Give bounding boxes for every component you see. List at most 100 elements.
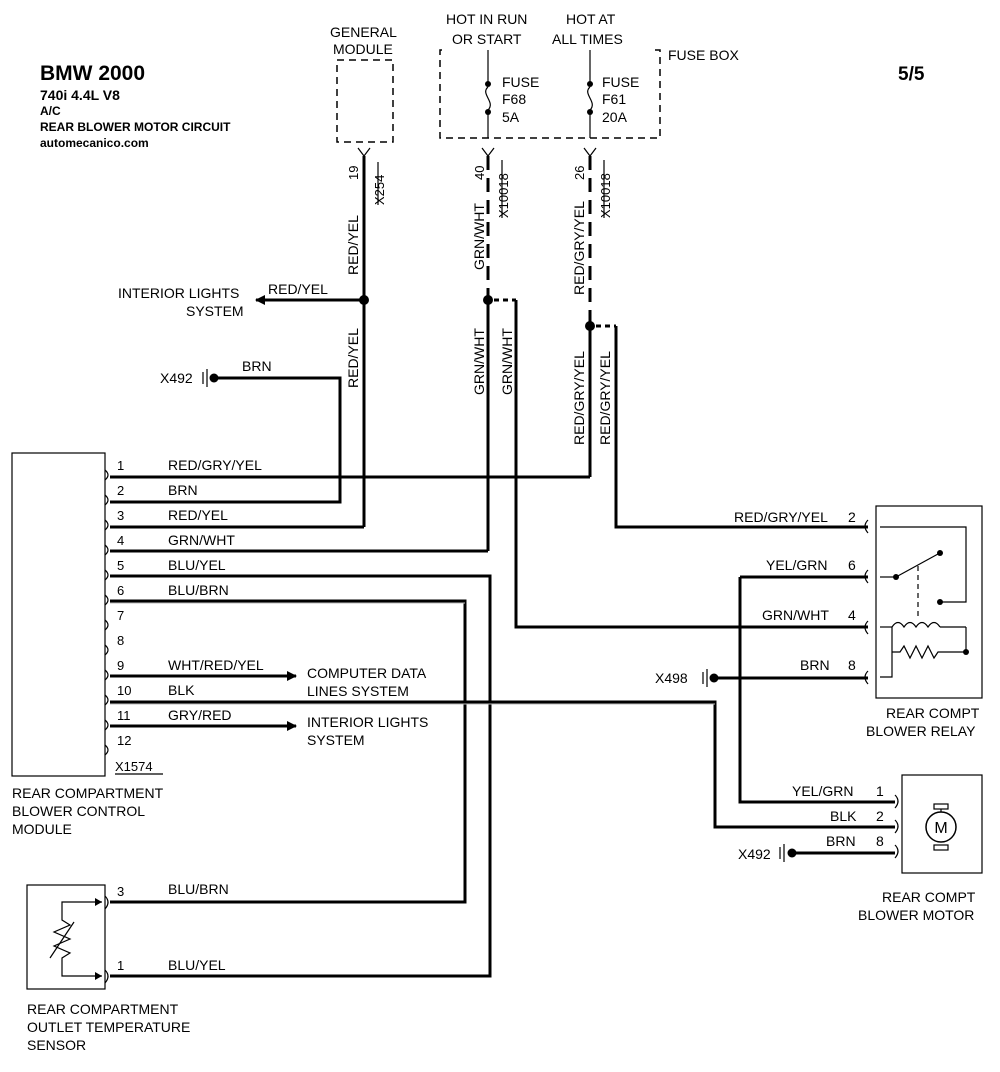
sensor-wire-label-pin1: BLU/YEL [168, 957, 226, 973]
wire-yel-grn-relay-to-motor [738, 577, 895, 804]
motor-pin-1: 1 [876, 783, 884, 799]
fuse-f68-symbol [485, 86, 491, 111]
thermistor-icon [49, 898, 102, 980]
wire-label-pin9: WHT/RED/YEL [168, 657, 264, 673]
fuse-f68-label-2: F68 [502, 91, 526, 107]
interior-lights-top-label-2: SYSTEM [186, 303, 244, 319]
relay-wire-label-pin2: RED/GRY/YEL [734, 509, 828, 525]
interior-lights-top-label-1: INTERIOR LIGHTS [118, 285, 239, 301]
fuse-box-label: FUSE BOX [668, 47, 739, 63]
wire-pin10-blk [110, 700, 895, 829]
wire-label-pin4: GRN/WHT [168, 532, 235, 548]
module-pin-6: 6 [117, 583, 124, 598]
system-name: A/C [40, 104, 61, 118]
interior-lights-bottom-label-1: INTERIOR LIGHTS [307, 714, 428, 730]
module-pin-4: 4 [117, 533, 124, 548]
wire-label-red-yel-top: RED/YEL [345, 215, 361, 275]
relay-pin-4: 4 [848, 607, 856, 623]
blower-control-module [11, 452, 106, 777]
fuse-f61-label-2: F61 [602, 91, 626, 107]
page-number: 5/5 [898, 64, 925, 85]
sensor-name-3: SENSOR [27, 1037, 86, 1053]
relay-wire-label-pin6: YEL/GRN [766, 557, 827, 573]
wire-label-grn-wht-mid-1: GRN/WHT [471, 328, 487, 395]
sensor-pin-1: 1 [117, 958, 124, 973]
connector-19-symbol [357, 147, 371, 157]
wire-label-pin3: RED/YEL [168, 507, 228, 523]
ground-x498-label: X498 [655, 670, 688, 686]
module-pin-7: 7 [117, 608, 124, 623]
relay-name-1: REAR COMPT [886, 705, 980, 721]
fuse-f61-label-1: FUSE [602, 74, 639, 90]
sensor-connector-pins [104, 895, 109, 984]
module-pin-9: 9 [117, 658, 124, 673]
motor-pin-8: 8 [876, 833, 884, 849]
connector-19-pin: 19 [346, 166, 361, 180]
motor-symbol-text: M [934, 820, 947, 837]
sensor-wire-label-pin3: BLU/BRN [168, 881, 229, 897]
general-module-box [336, 59, 394, 143]
fuse-f68-label-3: 5A [502, 109, 520, 125]
vehicle-model: 740i 4.4L V8 [40, 87, 120, 103]
wire-label-pin6: BLU/BRN [168, 582, 229, 598]
module-connector-label: X1574 [115, 759, 153, 774]
fuse-f68-label-1: FUSE [502, 74, 539, 90]
module-name-2: BLOWER CONTROL [12, 803, 145, 819]
splice-grn-wht [483, 295, 493, 305]
module-pin-10: 10 [117, 683, 131, 698]
wire-label-red-yel-horizontal: RED/YEL [268, 281, 328, 297]
wire-label-pin10: BLK [168, 682, 195, 698]
module-name-3: MODULE [12, 821, 72, 837]
motor-icon [925, 803, 957, 851]
relay-name-2: BLOWER RELAY [866, 723, 976, 739]
module-pin-2: 2 [117, 483, 124, 498]
wire-label-pin2: BRN [168, 482, 198, 498]
diagram-title: BMW 2000 [40, 62, 145, 85]
motor-connector-pins [894, 794, 899, 859]
relay-wire-label-pin4: GRN/WHT [762, 607, 829, 623]
wire-red-gry-yel-to-relay [614, 326, 868, 529]
module-pin-12: 12 [117, 733, 131, 748]
general-module-label-2: MODULE [333, 41, 393, 57]
module-pin-11: 11 [117, 708, 131, 723]
wire-label-pin11: GRY/RED [168, 707, 232, 723]
connector-26-pin: 26 [572, 166, 587, 180]
wire-grn-wht-to-relay [514, 300, 868, 629]
connector-40-pin: 40 [472, 166, 487, 180]
module-pin-5: 5 [117, 558, 124, 573]
connector-x254-label: X254 [372, 175, 387, 205]
computer-data-label-2: LINES SYSTEM [307, 683, 409, 699]
fuse-f61-symbol [587, 86, 593, 111]
relay-pin-2: 2 [848, 509, 856, 525]
sensor-name-1: REAR COMPARTMENT [27, 1001, 179, 1017]
motor-name-1: REAR COMPT [882, 889, 976, 905]
relay-connector-pins [864, 519, 869, 685]
wire-label-grn-wht-top: GRN/WHT [471, 203, 487, 270]
motor-pin-2: 2 [876, 808, 884, 824]
motor-wire-label-pin1: YEL/GRN [792, 783, 853, 799]
hot-all-label-2: ALL TIMES [552, 31, 623, 47]
relay-internal-schematic [880, 526, 969, 678]
interior-lights-bottom-label-2: SYSTEM [307, 732, 365, 748]
wire-label-red-gry-yel-mid-2: RED/GRY/YEL [597, 351, 613, 445]
module-pin-1: 1 [117, 458, 124, 473]
module-pin-8: 8 [117, 633, 124, 648]
module-name-1: REAR COMPARTMENT [12, 785, 164, 801]
wire-brn-ground [110, 376, 342, 504]
ground-x492-motor-label: X492 [738, 846, 771, 862]
wire-label-grn-wht-mid-2: GRN/WHT [499, 328, 515, 395]
relay-wire-label-pin8: BRN [800, 657, 830, 673]
wire-label-red-gry-yel-mid-1: RED/GRY/YEL [571, 351, 587, 445]
relay-pin-8: 8 [848, 657, 856, 673]
wire-label-pin1: RED/GRY/YEL [168, 457, 262, 473]
hot-run-label-1: HOT IN RUN [446, 11, 527, 27]
connector-x10018-b-label: X10018 [598, 173, 613, 218]
wire-label-red-gry-yel-top: RED/GRY/YEL [571, 201, 587, 295]
motor-wire-label-pin8: BRN [826, 833, 856, 849]
sensor-pin-3: 3 [117, 884, 124, 899]
wire-pin5-blu-yel [110, 574, 492, 978]
general-module-label-1: GENERAL [330, 24, 397, 40]
wire-pin6-blu-brn [110, 599, 467, 904]
wire-label-brn-ground: BRN [242, 358, 272, 374]
